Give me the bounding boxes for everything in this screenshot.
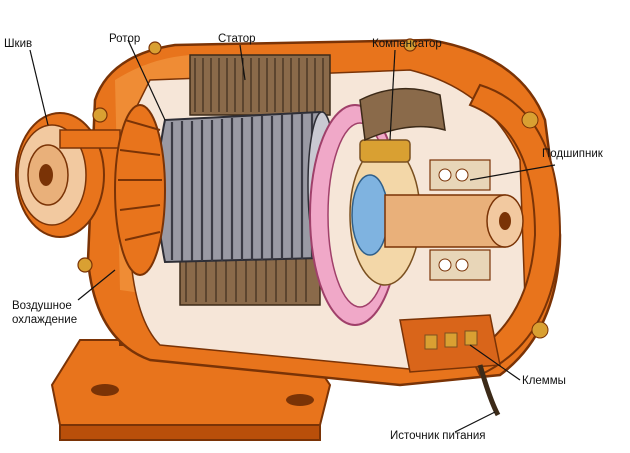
label-rotor: Ротор [109,33,141,45]
leader-lines [29,39,556,433]
cooling-fan [114,104,166,276]
label-stator: Статор [218,33,256,45]
housing-bolts [77,38,417,273]
end-cap [468,83,562,377]
label-terminals: Клеммы [522,375,566,387]
rotor [156,110,337,264]
pulley [15,112,121,238]
terminal-box [399,314,501,417]
label-pulley: Шкив [4,38,33,50]
label-compensator: Компенсатор [372,38,442,50]
label-air-cooling-2: охлаждение [12,314,78,326]
label-air-cooling-1: Воздушное [12,300,72,312]
label-bearing: Подшипник [542,148,603,160]
shaft-bearing [384,159,524,281]
label-power-source: Источник питания [390,430,486,442]
